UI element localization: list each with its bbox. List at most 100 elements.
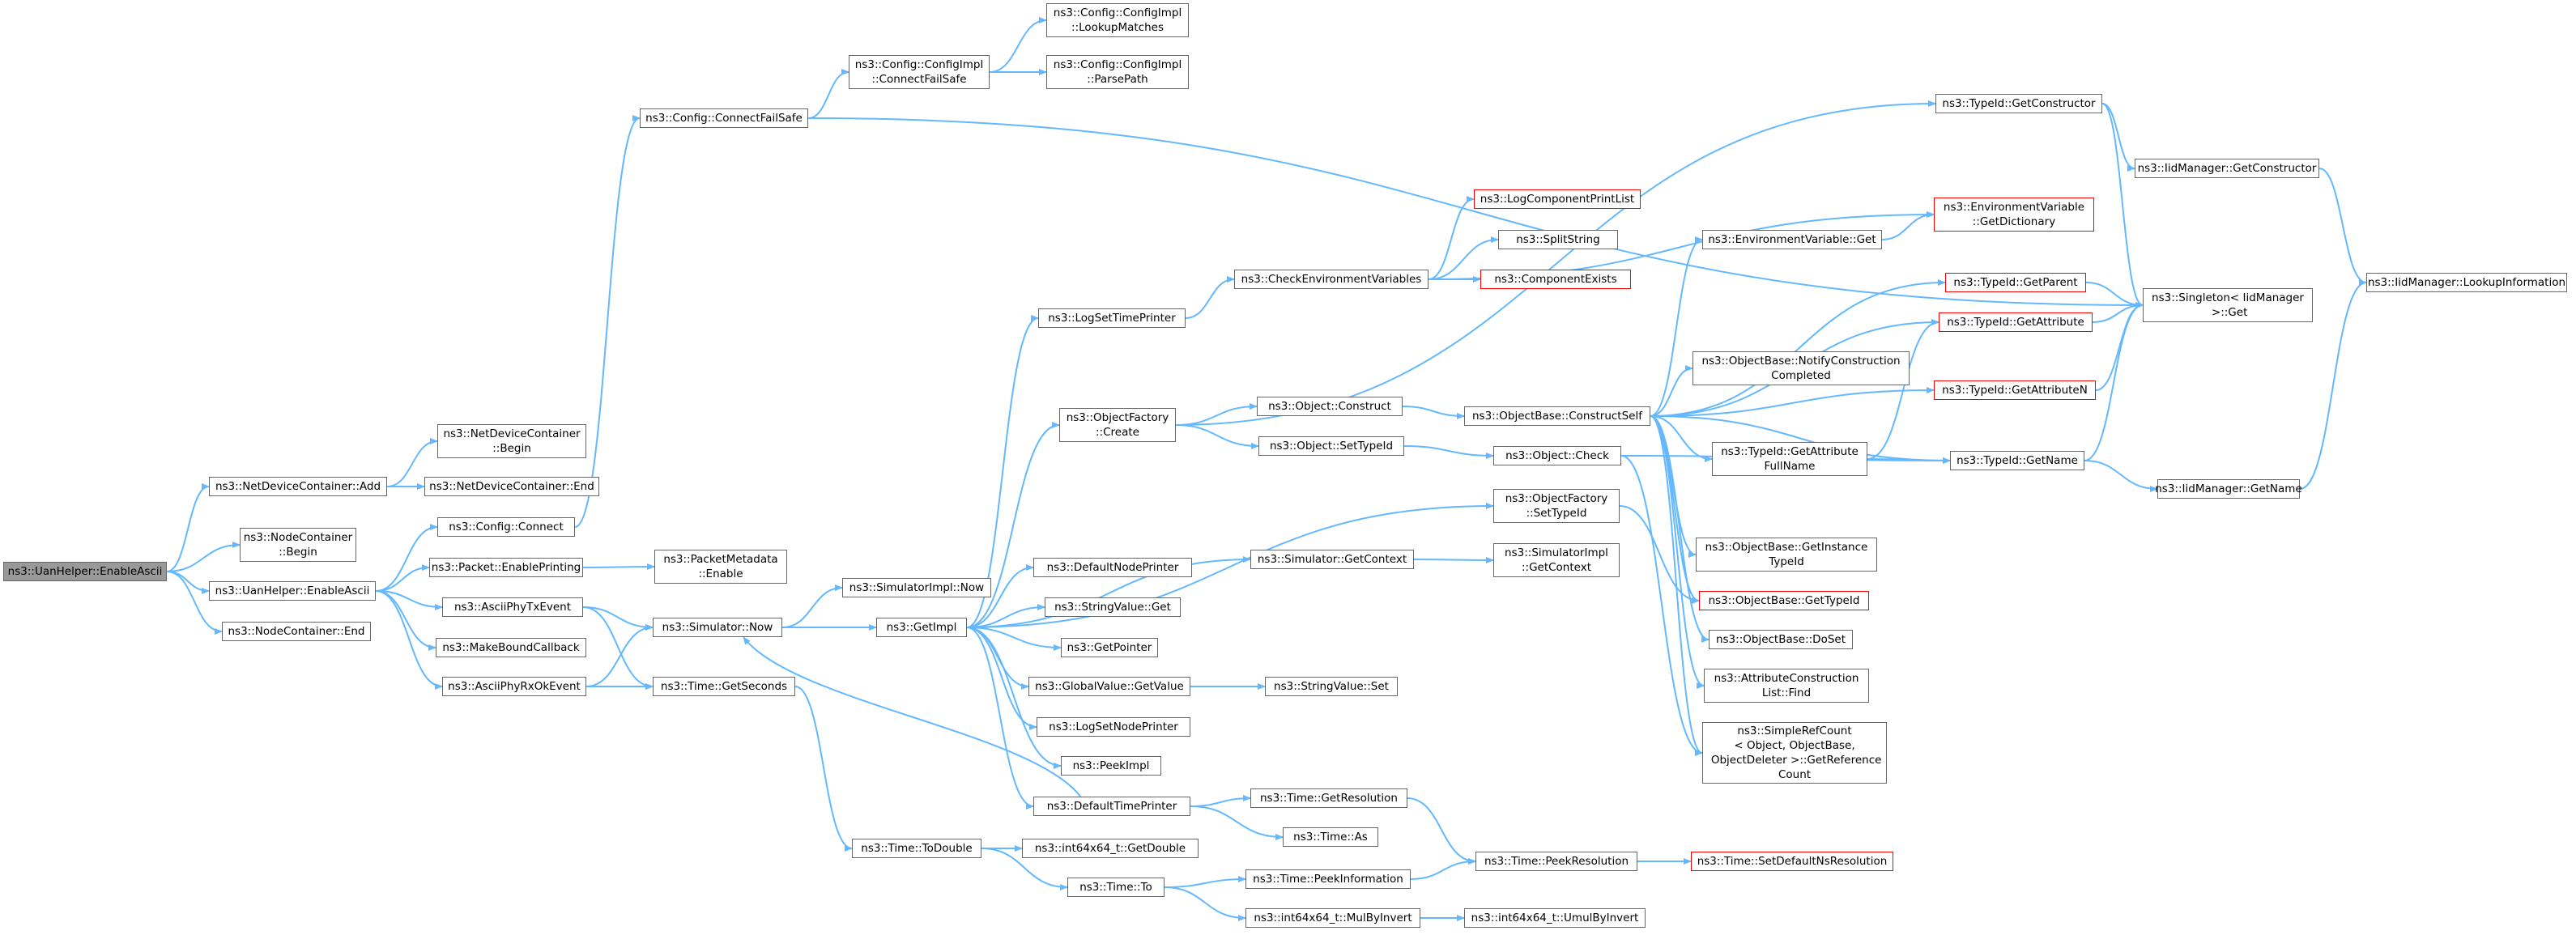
call-edge-get-impl-to-log-tp bbox=[966, 315, 1039, 628]
graph-node-obj-check[interactable]: ns3::Object::Check bbox=[1493, 446, 1621, 465]
call-edge-tid-getname-to-singleton-get bbox=[2084, 302, 2144, 461]
graph-node-tid-getattr[interactable]: ns3::TypeId::GetAttribute bbox=[1939, 312, 2093, 332]
call-edge-obj-construct-to-obase-cs bbox=[1402, 406, 1465, 419]
call-edge-iid-getname-to-iid-lookup bbox=[2299, 279, 2367, 490]
graph-node-obj-construct[interactable]: ns3::Object::Construct bbox=[1257, 397, 1403, 416]
call-edge-time-getres-to-time-peekres bbox=[1407, 797, 1476, 865]
call-edge-get-impl-to-def-np bbox=[966, 564, 1034, 628]
graph-node-tid-getattrfn[interactable]: ns3::TypeId::GetAttribute FullName bbox=[1712, 442, 1867, 476]
graph-node-simimpl-now[interactable]: ns3::SimulatorImpl::Now bbox=[842, 578, 991, 597]
graph-node-log-np[interactable]: ns3::LogSetNodePrinter bbox=[1037, 717, 1190, 737]
graph-node-time-getres[interactable]: ns3::Time::GetResolution bbox=[1250, 788, 1407, 808]
call-edge-time-to-to-time-peekinfo bbox=[1164, 876, 1246, 888]
graph-node-comp-exists[interactable]: ns3::ComponentExists bbox=[1480, 270, 1631, 289]
graph-node-time-todouble[interactable]: ns3::Time::ToDouble bbox=[852, 839, 981, 858]
graph-node-src-getref[interactable]: ns3::SimpleRefCount < Object, ObjectBase… bbox=[1702, 722, 1887, 784]
call-edge-obase-cs-to-tid-getattrn bbox=[1650, 387, 1935, 417]
call-edge-obase-cs-to-obase-notify bbox=[1650, 365, 1693, 417]
call-edge-def-tp-to-sim-now bbox=[743, 636, 1081, 797]
graph-node-obase-gettid[interactable]: ns3::ObjectBase::GetTypeId bbox=[1699, 591, 1869, 610]
call-edge-sim-now-to-simimpl-now bbox=[781, 584, 843, 628]
graph-node-ndc-add[interactable]: ns3::NetDeviceContainer::Add bbox=[209, 477, 387, 496]
graph-node-peek-impl[interactable]: ns3::PeekImpl bbox=[1061, 756, 1161, 776]
graph-node-ndc-begin[interactable]: ns3::NetDeviceContainer ::Begin bbox=[437, 424, 586, 458]
graph-node-gv-get[interactable]: ns3::GlobalValue::GetValue bbox=[1028, 677, 1190, 696]
graph-node-mk-cb[interactable]: ns3::MakeBoundCallback bbox=[436, 638, 586, 657]
graph-node-time-peekinfo[interactable]: ns3::Time::PeekInformation bbox=[1245, 869, 1411, 889]
graph-node-objf-settid[interactable]: ns3::ObjectFactory ::SetTypeId bbox=[1493, 489, 1620, 523]
graph-node-get-ptr[interactable]: ns3::GetPointer bbox=[1061, 638, 1158, 657]
graph-node-iid-getctor[interactable]: ns3::IidManager::GetConstructor bbox=[2135, 159, 2319, 178]
graph-node-iid-lookup[interactable]: ns3::IidManager::LookupInformation bbox=[2366, 273, 2567, 292]
graph-node-uan-enable[interactable]: ns3::UanHelper::EnableAscii bbox=[209, 581, 376, 601]
graph-node-time-getsec[interactable]: ns3::Time::GetSeconds bbox=[653, 677, 795, 696]
graph-node-sim-getctx[interactable]: ns3::Simulator::GetContext bbox=[1250, 550, 1414, 569]
graph-node-objf-create[interactable]: ns3::ObjectFactory ::Create bbox=[1059, 408, 1176, 442]
graph-node-log-cpl[interactable]: ns3::LogComponentPrintList bbox=[1474, 189, 1641, 209]
call-edge-uan-enable-to-tx-event bbox=[375, 590, 443, 610]
graph-node-nc-begin[interactable]: ns3::NodeContainer ::Begin bbox=[240, 528, 356, 562]
graph-node-env-getdict[interactable]: ns3::EnvironmentVariable ::GetDictionary bbox=[1934, 198, 2094, 232]
graph-node-i64-umulbyinv[interactable]: ns3::int64x64_t::UmulByInvert bbox=[1464, 908, 1646, 928]
graph-node-pm-enable[interactable]: ns3::PacketMetadata ::Enable bbox=[654, 550, 787, 584]
graph-node-iid-getname[interactable]: ns3::IidManager::GetName bbox=[2155, 479, 2302, 499]
graph-node-def-tp[interactable]: ns3::DefaultTimePrinter bbox=[1033, 797, 1190, 816]
graph-node-def-np[interactable]: ns3::DefaultNodePrinter bbox=[1033, 558, 1192, 577]
call-edge-tid-getname-to-iid-getname bbox=[2084, 460, 2158, 492]
call-edge-get-impl-to-sv-get bbox=[966, 604, 1045, 628]
graph-node-obj-settid[interactable]: ns3::Object::SetTypeId bbox=[1258, 436, 1404, 456]
graph-node-obase-doset[interactable]: ns3::ObjectBase::DoSet bbox=[1709, 630, 1853, 649]
graph-node-log-tp[interactable]: ns3::LogSetTimePrinter bbox=[1038, 308, 1186, 328]
call-edge-get-impl-to-gv-get bbox=[966, 627, 1029, 690]
graph-node-get-impl[interactable]: ns3::GetImpl bbox=[876, 618, 967, 637]
call-edge-tid-getattrn-to-singleton-get bbox=[2095, 302, 2144, 391]
graph-node-simimpl-getctx[interactable]: ns3::SimulatorImpl ::GetContext bbox=[1493, 543, 1620, 577]
graph-node-root[interactable]: ns3::UanHelper::EnableAscii bbox=[3, 562, 167, 581]
call-edge-objf-settid-to-obase-gettid bbox=[1619, 505, 1700, 604]
graph-node-pkt-print[interactable]: ns3::Packet::EnablePrinting bbox=[429, 558, 583, 577]
graph-node-time-to[interactable]: ns3::Time::To bbox=[1067, 878, 1165, 897]
call-edge-tid-getparent-to-singleton-get bbox=[2085, 282, 2144, 308]
graph-node-tid-getname[interactable]: ns3::TypeId::GetName bbox=[1950, 451, 2084, 470]
call-edge-obase-cs-to-src-getref bbox=[1650, 415, 1703, 756]
graph-node-obase-cs[interactable]: ns3::ObjectBase::ConstructSelf bbox=[1464, 406, 1650, 426]
graph-node-split-str[interactable]: ns3::SplitString bbox=[1498, 230, 1618, 249]
graph-node-time-as[interactable]: ns3::Time::As bbox=[1283, 827, 1378, 847]
graph-node-impl-cfs[interactable]: ns3::Config::ConfigImpl ::ConnectFailSaf… bbox=[849, 55, 990, 89]
graph-node-sv-set[interactable]: ns3::StringValue::Set bbox=[1265, 677, 1398, 696]
graph-node-obase-getinst[interactable]: ns3::ObjectBase::GetInstance TypeId bbox=[1696, 538, 1877, 572]
graph-node-rx-event[interactable]: ns3::AsciiPhyRxOkEvent bbox=[442, 677, 586, 696]
graph-node-singleton-get[interactable]: ns3::Singleton< IidManager >::Get bbox=[2143, 288, 2313, 322]
graph-node-tid-getctor[interactable]: ns3::TypeId::GetConstructor bbox=[1935, 94, 2102, 113]
graph-node-i64-mulbyinv[interactable]: ns3::int64x64_t::MulByInvert bbox=[1245, 908, 1420, 928]
graph-node-check-env[interactable]: ns3::CheckEnvironmentVariables bbox=[1234, 270, 1429, 289]
graph-node-cfg-connect[interactable]: ns3::Config::Connect bbox=[437, 517, 575, 537]
call-edge-uan-enable-to-rx-event bbox=[375, 590, 443, 690]
graph-node-attr-find[interactable]: ns3::AttributeConstruction List::Find bbox=[1704, 669, 1869, 703]
graph-node-nc-end[interactable]: ns3::NodeContainer::End bbox=[222, 622, 371, 641]
call-edge-tx-event-to-time-getsec bbox=[582, 606, 654, 690]
graph-node-impl-lookup[interactable]: ns3::Config::ConfigImpl ::LookupMatches bbox=[1046, 3, 1189, 37]
graph-node-i64-getdouble[interactable]: ns3::int64x64_t::GetDouble bbox=[1022, 839, 1199, 858]
call-edge-tid-getctor-to-iid-getctor bbox=[2101, 103, 2135, 172]
graph-node-impl-parse[interactable]: ns3::Config::ConfigImpl ::ParsePath bbox=[1046, 55, 1189, 89]
graph-node-ndc-end[interactable]: ns3::NetDeviceContainer::End bbox=[424, 477, 599, 496]
graph-node-tid-getattrn[interactable]: ns3::TypeId::GetAttributeN bbox=[1934, 380, 2096, 400]
call-edge-log-tp-to-check-env bbox=[1185, 276, 1235, 319]
call-edge-def-tp-to-time-as bbox=[1190, 805, 1284, 840]
call-edge-tx-event-to-sim-now bbox=[582, 606, 654, 631]
graph-node-sv-get[interactable]: ns3::StringValue::Get bbox=[1045, 597, 1181, 617]
graph-node-cfg-cfs[interactable]: ns3::Config::ConnectFailSafe bbox=[640, 108, 808, 128]
graph-node-tx-event[interactable]: ns3::AsciiPhyTxEvent bbox=[442, 597, 583, 617]
call-edge-get-impl-to-objf-create bbox=[966, 422, 1060, 628]
call-edge-cfg-connect-to-cfg-cfs bbox=[574, 115, 641, 528]
graph-node-obase-notify[interactable]: ns3::ObjectBase::NotifyConstruction Comp… bbox=[1692, 351, 1910, 385]
call-edge-obj-settid-to-obj-check bbox=[1403, 445, 1494, 459]
call-edge-root-to-nc-begin bbox=[166, 542, 241, 572]
graph-node-env-get[interactable]: ns3::EnvironmentVariable::Get bbox=[1702, 230, 1882, 249]
graph-node-sim-now[interactable]: ns3::Simulator::Now bbox=[653, 618, 782, 637]
edge-layer bbox=[166, 17, 2367, 921]
graph-node-tid-getparent[interactable]: ns3::TypeId::GetParent bbox=[1945, 273, 2086, 292]
graph-node-time-setdef[interactable]: ns3::Time::SetDefaultNsResolution bbox=[1691, 852, 1893, 871]
graph-node-time-peekres[interactable]: ns3::Time::PeekResolution bbox=[1475, 852, 1637, 871]
